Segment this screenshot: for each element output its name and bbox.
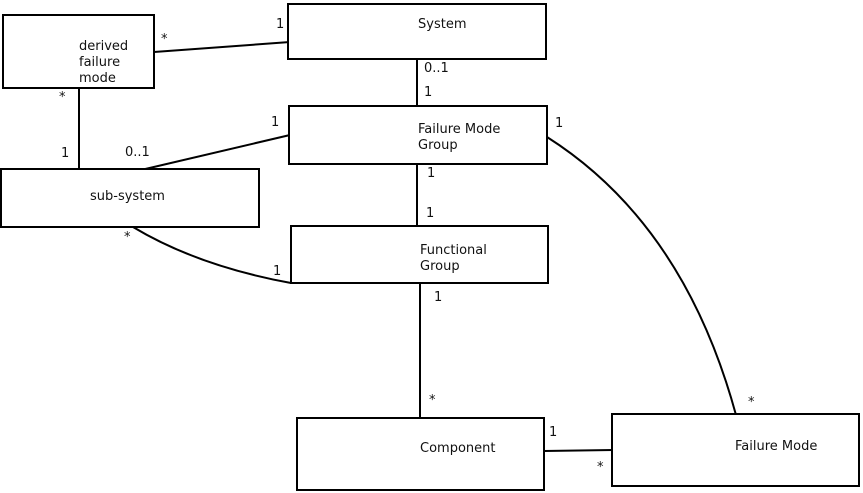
multiplicity-label: 1 xyxy=(276,17,285,32)
multiplicity-label: 1 xyxy=(61,146,70,161)
multiplicity-label: * xyxy=(161,32,168,47)
class-box-derived-failure-mode: derived failure mode xyxy=(2,14,155,89)
edge-line-system-derived-failure-mode xyxy=(153,41,291,53)
class-box-system: System xyxy=(287,3,547,60)
multiplicity-label: 1 xyxy=(555,116,564,131)
class-box-functional-group: Functional Group xyxy=(290,225,549,284)
edge-line-failure-mode-group-sub-system xyxy=(140,134,291,171)
edge-line-component-failure-mode xyxy=(543,449,614,452)
class-box-label: derived failure mode xyxy=(79,39,129,86)
multiplicity-label: 1 xyxy=(427,166,436,181)
class-box-label: Failure Mode xyxy=(735,439,818,454)
edge-line-failure-mode-group-failure-mode xyxy=(546,136,737,416)
multiplicity-label: * xyxy=(748,395,755,410)
multiplicity-label: * xyxy=(59,90,66,105)
class-box-label: sub-system xyxy=(90,189,165,204)
multiplicity-label: 1 xyxy=(273,264,282,279)
multiplicity-label: * xyxy=(124,230,131,245)
class-box-label: Failure Mode Group xyxy=(418,122,501,153)
multiplicity-label: 0..1 xyxy=(424,61,449,76)
multiplicity-label: 1 xyxy=(549,425,558,440)
class-box-label: Functional Group xyxy=(420,243,487,274)
multiplicity-label: 0..1 xyxy=(125,145,150,160)
class-box-component: Component xyxy=(296,417,545,491)
class-box-failure-mode-group: Failure Mode Group xyxy=(288,105,548,165)
class-box-label: System xyxy=(418,17,467,32)
edge-line-sub-system-functional-group xyxy=(132,226,292,284)
class-box-sub-system: sub-system xyxy=(0,168,260,228)
multiplicity-label: 1 xyxy=(434,290,443,305)
multiplicity-label: 1 xyxy=(426,206,435,221)
multiplicity-label: 1 xyxy=(424,85,433,100)
multiplicity-label: * xyxy=(597,460,604,475)
class-box-failure-mode: Failure Mode xyxy=(611,413,860,487)
multiplicity-label: * xyxy=(429,393,436,408)
class-box-label: Component xyxy=(420,441,496,456)
multiplicity-label: 1 xyxy=(271,115,280,130)
